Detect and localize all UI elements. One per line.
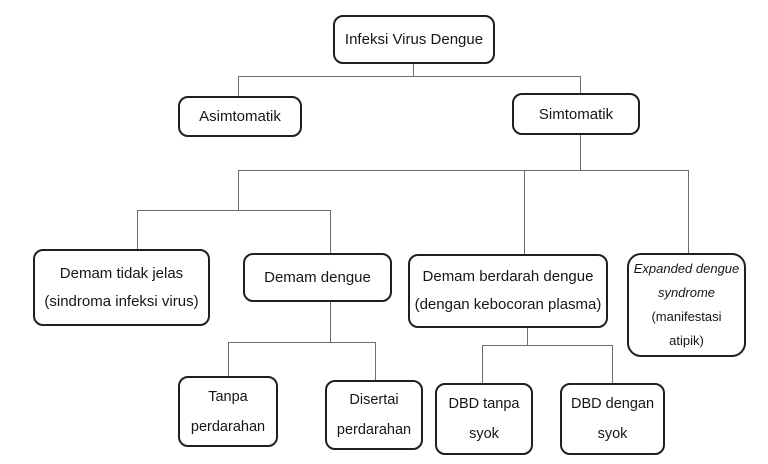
- node-label-line: (dengan kebocoran plasma): [414, 296, 602, 313]
- node-demam-tidak-jelas: Demam tidak jelas (sindroma infeksi viru…: [33, 249, 210, 326]
- edge-to-asimtomatik: [238, 76, 239, 96]
- edge-perdarahan-rail: [228, 342, 376, 343]
- node-infeksi-virus-dengue: Infeksi Virus Dengue: [333, 15, 495, 64]
- edge-to-dbd-dengan-syok: [612, 345, 613, 383]
- edge-to-dbd-tanpa-syok: [482, 345, 483, 383]
- edge-to-demam-berdarah: [524, 170, 525, 254]
- node-asimtomatik: Asimtomatik: [178, 96, 302, 137]
- node-label-line: perdarahan: [190, 418, 266, 435]
- node-label-line: Disertai: [349, 392, 399, 408]
- node-label: Simtomatik: [538, 105, 614, 123]
- node-label-line: Expanded dengue: [633, 261, 740, 276]
- edge-to-simtomatik: [580, 76, 581, 93]
- node-label-line: Demam berdarah dengue: [422, 268, 594, 285]
- edge-root-stem: [413, 64, 414, 77]
- node-demam-berdarah-dengue: Demam berdarah dengue (dengan kebocoran …: [408, 254, 608, 328]
- node-label-line: DBD dengan: [570, 396, 655, 412]
- node-label-line: syndrome: [657, 285, 716, 300]
- edge-to-tanpa-perdarahan: [228, 342, 229, 376]
- edge-demam-dengue-stem: [330, 302, 331, 343]
- node-label: Infeksi Virus Dengue: [344, 31, 484, 48]
- edge-level2-rail: [238, 76, 581, 77]
- node-disertai-perdarahan: Disertai perdarahan: [325, 380, 423, 450]
- node-simtomatik: Simtomatik: [512, 93, 640, 135]
- edge-syok-rail: [482, 345, 613, 346]
- edge-level3-subrail: [137, 210, 330, 211]
- edge-to-demam-dengue: [330, 210, 331, 253]
- edge-level3-left-drop: [238, 170, 239, 211]
- node-demam-dengue: Demam dengue: [243, 253, 392, 302]
- node-label-line: perdarahan: [336, 422, 412, 438]
- edge-to-expanded: [688, 170, 689, 253]
- node-label: Asimtomatik: [199, 108, 281, 125]
- edge-to-demam-tidak-jelas: [137, 210, 138, 249]
- node-label-line: syok: [597, 426, 628, 442]
- node-label-line: Tanpa: [208, 388, 248, 405]
- node-label-line: (sindroma infeksi virus): [44, 292, 199, 310]
- node-expanded-dengue-syndrome: Expanded dengue syndrome (manifestasi at…: [627, 253, 746, 357]
- node-tanpa-perdarahan: Tanpa perdarahan: [178, 376, 278, 447]
- node-label-line: DBD tanpa: [448, 396, 520, 412]
- node-label-line: (manifestasi: [651, 309, 722, 324]
- edge-simtomatik-stem: [580, 135, 581, 171]
- edge-level3-rail: [238, 170, 689, 171]
- node-dbd-tanpa-syok: DBD tanpa syok: [435, 383, 533, 455]
- node-dbd-dengan-syok: DBD dengan syok: [560, 383, 665, 455]
- edge-demam-berdarah-stem: [527, 328, 528, 346]
- node-label-line: Demam tidak jelas: [59, 264, 184, 282]
- node-label: Demam dengue: [264, 269, 371, 286]
- node-label-line: atipik): [669, 333, 704, 348]
- edge-to-disertai-perdarahan: [375, 342, 376, 380]
- node-label-line: syok: [469, 426, 499, 442]
